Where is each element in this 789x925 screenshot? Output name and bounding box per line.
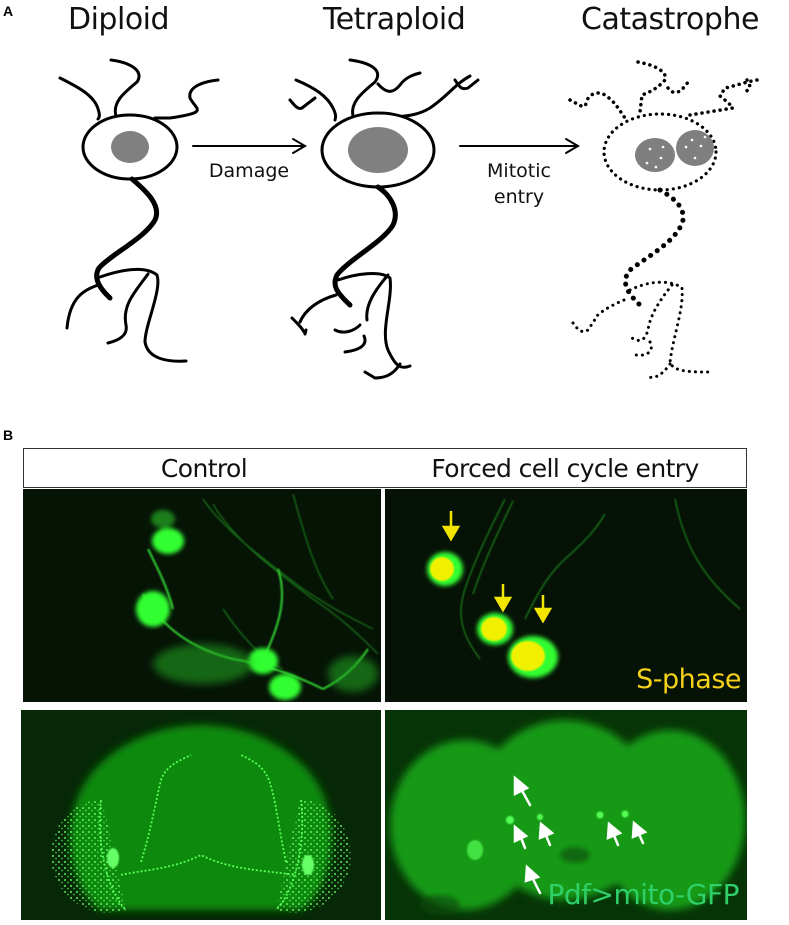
- column-header-box: Control Forced cell cycle entry: [23, 448, 747, 488]
- down-arrow-icon: [533, 595, 553, 624]
- catastrophe-nucleus-1: [635, 138, 675, 172]
- transition-label-line: Mitotic: [487, 160, 551, 182]
- micrograph-control-brain: [21, 710, 381, 920]
- neuron-diagram: [58, 58, 759, 380]
- transition-label-line: entry: [493, 186, 545, 208]
- arrow-icon: [524, 864, 542, 895]
- micrograph-forced-neurons: S-phase: [385, 489, 747, 702]
- diploid-neuron: [58, 58, 220, 363]
- column-title-forced: Forced cell cycle entry: [431, 454, 699, 483]
- tetraploid-neuron: [288, 58, 480, 380]
- pdf-projections: [98, 754, 304, 911]
- stage-title-diploid: Diploid: [68, 2, 170, 37]
- catastrophe-neuron: [568, 60, 759, 379]
- arrow-icon: [513, 775, 532, 807]
- control-soma-1: [152, 528, 184, 554]
- arrow-icon: [538, 821, 555, 847]
- arrow-mitotic-entry: [459, 138, 580, 154]
- panel-a-letter: A: [3, 3, 14, 19]
- arrow-icon: [631, 820, 648, 845]
- micrograph-control-neurons: [23, 489, 381, 702]
- stage-title-catastrophe: Catastrophe: [581, 2, 759, 37]
- down-arrow-icon: [493, 584, 513, 613]
- panel-b-letter: B: [3, 427, 14, 443]
- stage-title-tetraploid: Tetraploid: [323, 2, 466, 37]
- control-soma-2: [136, 591, 170, 627]
- transition-label-damage: Damage: [193, 158, 305, 184]
- s-phase-nuclei: [430, 557, 545, 671]
- control-soma-3: [248, 648, 278, 674]
- micrograph-forced-brain: Pdf>mito-GFP: [385, 710, 747, 920]
- label-pdf-mito-gfp: Pdf>mito-GFP: [547, 878, 740, 911]
- arrow-damage: [192, 138, 307, 154]
- white-arrows: [513, 775, 648, 895]
- control-soma-4: [269, 674, 301, 700]
- transition-label-line: Damage: [208, 160, 290, 182]
- catastrophe-nuclei: [635, 130, 714, 172]
- catastrophe-nucleus-2: [676, 130, 714, 166]
- arrow-icon: [513, 824, 529, 850]
- tetraploid-nucleus: [348, 127, 408, 173]
- yellow-arrows: [441, 511, 553, 624]
- down-arrow-icon: [441, 511, 461, 542]
- label-s-phase: S-phase: [636, 664, 741, 695]
- arrow-icon: [606, 821, 623, 847]
- transition-label-mitotic-entry: Mitotic entry: [460, 158, 578, 210]
- diploid-nucleus: [111, 131, 149, 163]
- column-title-control: Control: [160, 454, 248, 483]
